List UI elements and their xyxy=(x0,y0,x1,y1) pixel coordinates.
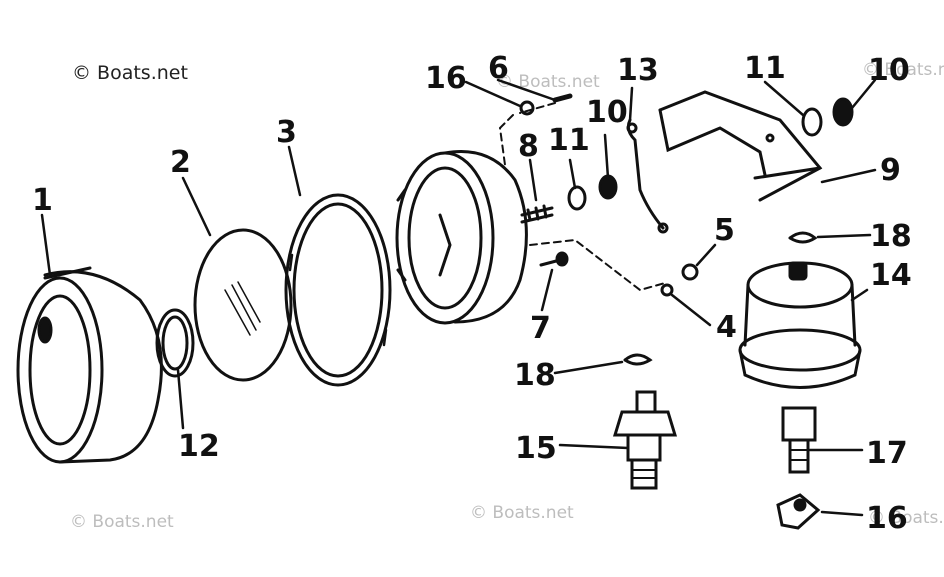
part-2-lens xyxy=(193,228,293,382)
callout-18-a: 18 xyxy=(870,219,912,254)
part-13-strap xyxy=(626,118,665,230)
part-9-bracket xyxy=(658,90,823,202)
watermark-mid: © Boats.net xyxy=(496,72,600,92)
callout-5: 5 xyxy=(714,213,735,248)
part-10-nut xyxy=(598,174,618,200)
callout-8: 8 xyxy=(518,129,539,164)
part-17-adapter xyxy=(781,406,817,474)
part-16-lockwasher xyxy=(519,100,535,116)
callout-18-b: 18 xyxy=(514,358,556,393)
dashed-leader-bottom xyxy=(529,238,666,292)
callout-15: 15 xyxy=(515,431,557,466)
callout-16-b: 16 xyxy=(866,501,908,536)
callout-9: 9 xyxy=(880,153,901,188)
part-11-washer-right xyxy=(801,107,823,137)
callout-1: 1 xyxy=(32,183,53,218)
watermark-bottom-mid: © Boats.net xyxy=(470,503,574,523)
part-14-sender xyxy=(738,261,862,389)
callout-11-a: 11 xyxy=(548,123,590,158)
callout-16-a: 16 xyxy=(425,61,467,96)
callout-11-b: 11 xyxy=(744,51,786,86)
watermark-top-right: © Boats.net xyxy=(862,60,944,80)
callout-10-a: 10 xyxy=(586,95,628,130)
part-3-gasket xyxy=(284,193,392,387)
part-4-washer xyxy=(660,283,674,297)
watermark-bottom-right: © Boats.net xyxy=(868,508,944,528)
part-8-stud xyxy=(520,204,554,224)
callout-4: 4 xyxy=(716,310,737,345)
callout-17: 17 xyxy=(866,436,908,471)
gauge-housing xyxy=(395,150,528,325)
part-18-terminal-mid xyxy=(623,353,653,366)
watermark-top-left: © Boats.net xyxy=(72,62,188,84)
callout-labels: 1 2 3 4 5 6 7 8 9 10 10 11 11 12 13 14 1… xyxy=(32,51,912,536)
callout-13: 13 xyxy=(617,53,659,88)
callout-7: 7 xyxy=(530,311,551,346)
callout-12: 12 xyxy=(178,429,220,464)
part-7-screw xyxy=(539,251,569,267)
part-18-terminal-top xyxy=(788,231,818,244)
dashed-leader-top xyxy=(498,102,556,166)
part-6-screw xyxy=(552,93,573,103)
part-15-switch xyxy=(612,390,678,490)
callout-14: 14 xyxy=(870,258,912,293)
callout-2: 2 xyxy=(170,145,191,180)
part-1-bezel xyxy=(16,266,163,464)
watermark-bottom-left: © Boats.net xyxy=(70,512,174,532)
part-5-nut xyxy=(681,263,699,281)
callout-6: 6 xyxy=(488,51,509,86)
part-11-washer xyxy=(567,185,587,211)
part-12-ring xyxy=(155,308,195,378)
part-16-clamp xyxy=(776,493,821,530)
part-10-nut-right xyxy=(832,97,854,127)
callout-10-b: 10 xyxy=(868,53,910,88)
callout-3: 3 xyxy=(276,115,297,150)
leader-lines xyxy=(40,78,877,517)
